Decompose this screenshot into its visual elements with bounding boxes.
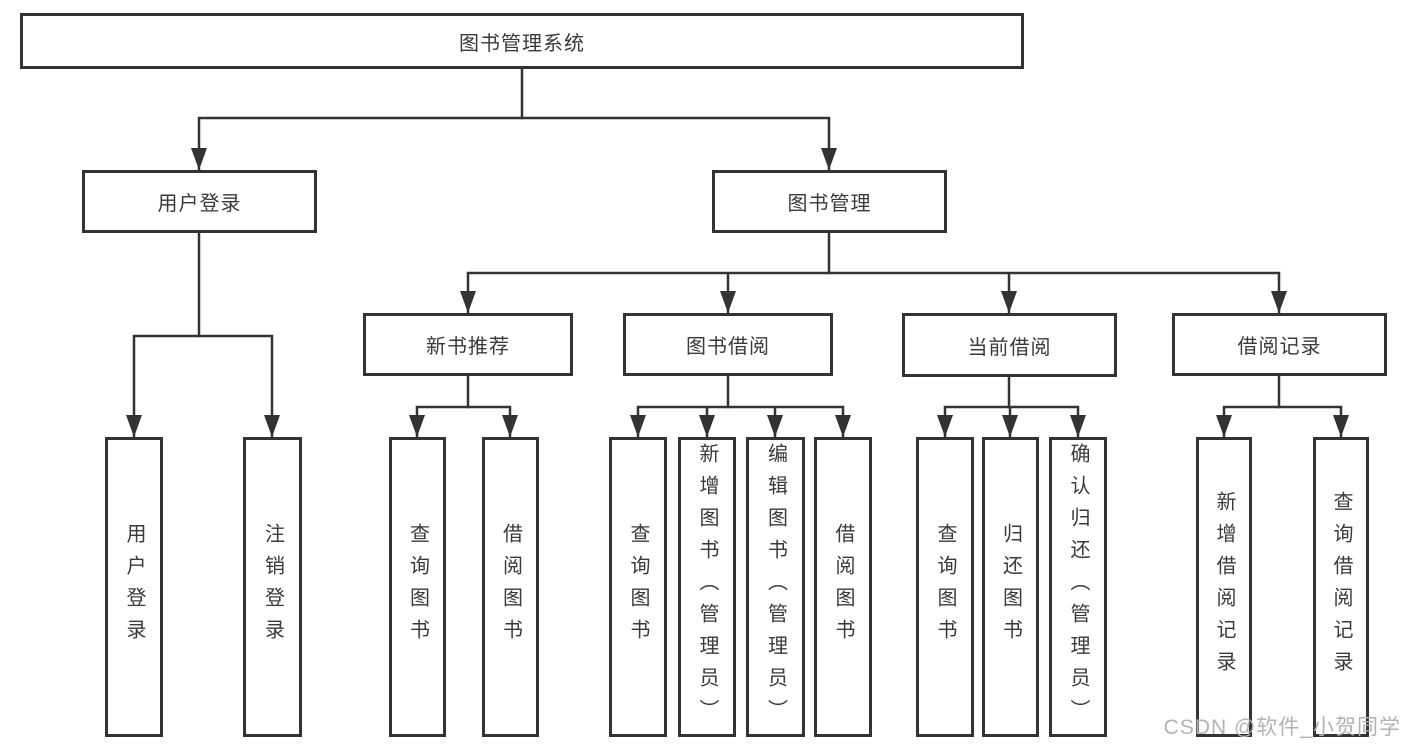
node-label: 借阅记录 — [1237, 336, 1322, 358]
leaf-label: 确认归还（管理员） — [1067, 443, 1089, 731]
node-library-management-system: 图书管理系统 — [20, 13, 1024, 69]
leaf-label: 注销登录 — [261, 523, 284, 651]
node-label: 图书借阅 — [686, 336, 770, 358]
leaf-label: 查询借阅记录 — [1330, 491, 1352, 683]
leaf-logout: 注销登录 — [243, 437, 302, 737]
connector-root-to-level2 — [191, 67, 837, 171]
connector-borrow-records-to-leaves — [1216, 374, 1349, 438]
leaf-label: 查询图书 — [934, 523, 956, 651]
leaf-label: 编辑图书（管理员） — [764, 443, 787, 731]
leaf-label: 查询图书 — [627, 523, 649, 651]
node-label: 图书管理系统 — [459, 32, 585, 55]
leaf-label: 用户登录 — [123, 523, 145, 651]
node-book-management: 图书管理 — [712, 170, 947, 233]
leaf-confirm-return-admin: 确认归还（管理员） — [1049, 437, 1107, 737]
leaf-query-books-recommend: 查询图书 — [389, 437, 446, 737]
connector-book-management-to-level3 — [460, 231, 1287, 314]
node-user-login: 用户登录 — [82, 170, 317, 233]
csdn-watermark: CSDN @软件_小贺同学 — [1163, 716, 1401, 739]
leaf-label: 新增图书（管理员） — [696, 443, 718, 731]
leaf-user-login: 用户登录 — [105, 437, 163, 737]
connector-book-borrow-to-leaves — [630, 374, 851, 438]
node-current-borrow: 当前借阅 — [902, 313, 1117, 377]
leaf-edit-book-admin: 编辑图书（管理员） — [746, 437, 805, 737]
connector-current-borrow-to-leaves — [937, 375, 1086, 438]
leaf-label: 借阅图书 — [832, 523, 854, 651]
leaf-query-books-borrow: 查询图书 — [609, 437, 667, 737]
leaf-label: 归还图书 — [999, 523, 1022, 651]
leaf-add-borrow-record: 新增借阅记录 — [1196, 437, 1252, 737]
leaf-add-book-admin: 新增图书（管理员） — [678, 437, 736, 737]
node-book-borrow: 图书借阅 — [623, 313, 833, 376]
node-label: 当前借阅 — [967, 336, 1052, 359]
connector-new-book-to-leaves — [409, 374, 518, 438]
leaf-label: 查询图书 — [406, 523, 429, 651]
leaf-label: 新增借阅记录 — [1213, 491, 1235, 683]
leaf-query-borrow-record: 查询借阅记录 — [1313, 437, 1369, 737]
node-label: 用户登录 — [157, 193, 242, 215]
connector-user-login-to-leaves — [126, 231, 280, 438]
leaf-borrow-books: 借阅图书 — [814, 437, 872, 737]
leaf-query-books-current: 查询图书 — [916, 437, 974, 737]
node-label: 新书推荐 — [426, 336, 510, 358]
node-new-book-recommend: 新书推荐 — [363, 313, 573, 376]
node-label: 图书管理 — [787, 193, 872, 215]
leaf-label: 借阅图书 — [499, 523, 522, 651]
leaf-return-book: 归还图书 — [982, 437, 1039, 737]
leaf-borrow-books-recommend: 借阅图书 — [482, 437, 539, 737]
node-borrow-records: 借阅记录 — [1172, 313, 1387, 376]
